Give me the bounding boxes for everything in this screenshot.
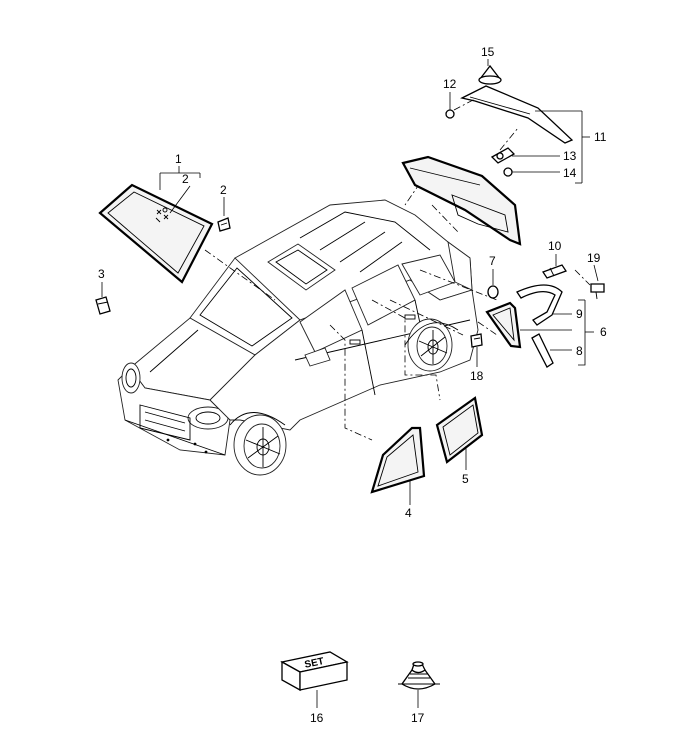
callout-17: 17 [411, 711, 425, 725]
spoiler-part[interactable] [460, 85, 574, 144]
callout-11: 11 [594, 130, 607, 144]
callout-4: 4 [405, 506, 412, 520]
grommet-part-7[interactable] [487, 269, 499, 299]
callout-1-bracket [159, 166, 225, 216]
callout-14: 14 [563, 166, 577, 180]
set-box-part-16[interactable]: SET [280, 651, 349, 708]
callout-16: 16 [310, 711, 324, 725]
windscreen-sensor-marks [155, 207, 169, 223]
assembly-lines [204, 182, 591, 441]
callout-6: 6 [600, 325, 607, 339]
screw-part-19[interactable] [590, 264, 605, 300]
quarter-window-assembly[interactable] [485, 301, 522, 349]
callout-labels: 1 2 2 3 4 5 6 7 8 9 10 11 12 13 14 15 16… [98, 45, 607, 725]
clip-part-18[interactable] [470, 333, 483, 367]
vehicle-body [117, 199, 479, 476]
clip-part-10[interactable] [542, 254, 567, 279]
sensor-bracket-part[interactable] [217, 217, 231, 232]
callout-2-bracket: 2 [220, 183, 227, 197]
callout-3: 3 [98, 267, 105, 281]
callout-5: 5 [462, 472, 469, 486]
rear-door-glass-part[interactable] [435, 396, 484, 470]
callout-11-bracket [535, 110, 590, 184]
nut-part-12[interactable] [445, 92, 476, 119]
quarter-trim-part-8[interactable] [531, 333, 554, 368]
callout-2-windscreen: 2 [182, 172, 189, 186]
callout-13: 13 [563, 149, 577, 163]
callout-10: 10 [548, 239, 562, 253]
nut-part-14[interactable] [503, 167, 560, 177]
callout-19: 19 [587, 251, 601, 265]
set-box-label: SET [304, 656, 325, 671]
quarter-seal-part-9[interactable] [516, 284, 563, 326]
windscreen-part[interactable] [98, 183, 214, 284]
callout-6-bracket [520, 299, 594, 366]
callout-18: 18 [470, 369, 484, 383]
hinge-part-13[interactable] [490, 127, 560, 164]
callout-9: 9 [576, 307, 583, 321]
callout-12: 12 [443, 77, 457, 91]
front-door-glass-part[interactable] [370, 426, 426, 505]
callout-1: 1 [175, 152, 182, 166]
cap-part-15[interactable] [478, 59, 502, 85]
callout-7: 7 [489, 254, 496, 268]
callout-15: 15 [481, 45, 495, 59]
clip-part-3[interactable] [95, 282, 111, 315]
tailgate-glass-part[interactable] [401, 155, 522, 246]
callout-8: 8 [576, 344, 583, 358]
adhesive-part-17[interactable] [398, 661, 440, 708]
